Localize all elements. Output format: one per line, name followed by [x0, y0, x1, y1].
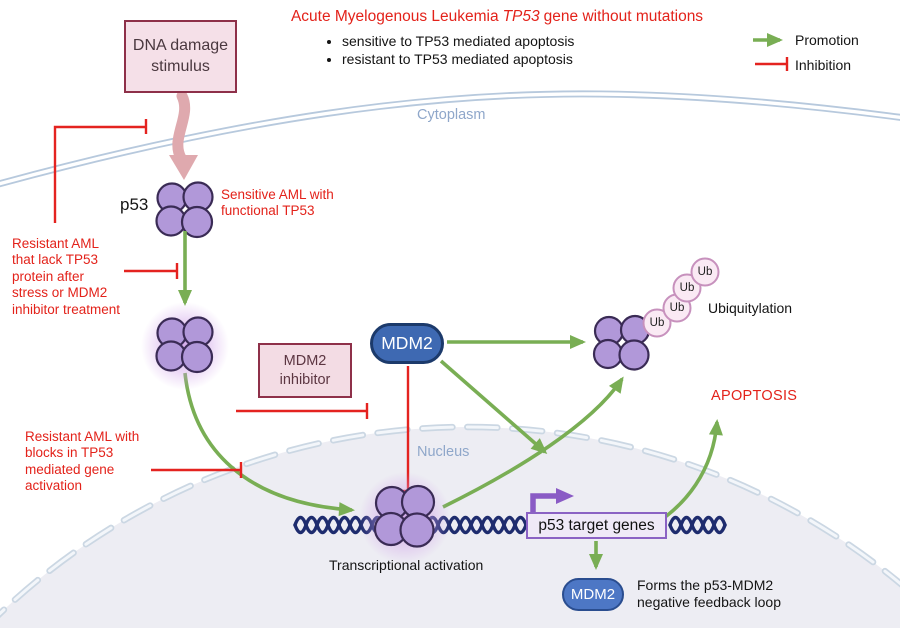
- nuclear-envelope-dashes-inner: [0, 425, 900, 616]
- sensitive-aml-note: Sensitive AML with functional TP53: [221, 187, 334, 219]
- arrow-mdm2-diagonal: [439, 359, 548, 454]
- legend-promotion-label: Promotion: [795, 32, 859, 48]
- ub-label-2: Ub: [669, 302, 685, 314]
- ub-label-1: Ub: [649, 317, 665, 329]
- inhibit-gene-activation: [151, 462, 243, 478]
- cytoplasm-label: Cytoplasm: [417, 107, 486, 123]
- bullet-sensitive: sensitive to TP53 mediated apoptosis: [342, 33, 574, 49]
- title-pre: Acute Myelogenous Leukemia: [290, 8, 499, 25]
- inhibit-stimulus: [53, 119, 148, 223]
- ub-label-4: Ub: [697, 266, 713, 278]
- p53-label: p53: [120, 195, 149, 214]
- transcriptional-activation-label: Transcriptional activation: [329, 557, 484, 573]
- p53-protein: [155, 181, 214, 239]
- bullet-resistant: resistant to TP53 mediated apoptosis: [342, 51, 574, 67]
- arrow-dna-to-ubiquitylation: [442, 376, 624, 509]
- legend-inhibition-label: Inhibition: [795, 57, 852, 73]
- p53-ubiquitylated: [592, 314, 651, 371]
- inhibit-p53-activation: [124, 263, 179, 279]
- title-gene-italic: TP53: [502, 8, 540, 25]
- cell-membrane: [0, 90, 900, 188]
- resistant-lack-note: Resistant AML that lack TP53 protein aft…: [12, 236, 121, 317]
- mdm2-feedback-node: MDM2: [562, 578, 624, 611]
- resistant-blocks-note: Resistant AML with blocks in TP53 mediat…: [25, 429, 140, 494]
- ubiquitylation-label: Ubiquitylation: [708, 300, 793, 316]
- title-bullet-list: sensitive to TP53 mediated apoptosis res…: [322, 31, 574, 69]
- title-post: gene without mutations: [543, 8, 704, 25]
- p53-target-genes-box: p53 target genes: [526, 512, 667, 539]
- stimulus-arrow: [169, 90, 198, 180]
- p53-on-dna: [373, 484, 436, 548]
- legend-inhibition-glyph: [755, 57, 789, 71]
- mdm2-inhibitor-box: MDM2 inhibitor: [258, 343, 352, 398]
- arrow-p53-to-dna: [183, 372, 355, 517]
- ubiquitin-chain: [642, 257, 720, 338]
- apoptosis-label: APOPTOSIS: [711, 388, 798, 404]
- activation-glow: [141, 302, 229, 390]
- inhibit-mdm2-by-inhibitor: [236, 403, 369, 419]
- dna-damage-stimulus-box: DNA damage stimulus: [124, 20, 237, 93]
- nucleus-label: Nucleus: [417, 444, 470, 460]
- ub-label-3: Ub: [679, 282, 695, 294]
- inhibition-lines: [53, 57, 789, 493]
- mdm2-node: MDM2: [370, 323, 444, 364]
- promoter-arrow: [530, 488, 574, 513]
- p53-activated: [155, 316, 214, 374]
- feedback-loop-note: Forms the p53-MDM2 negative feedback loo…: [637, 577, 781, 610]
